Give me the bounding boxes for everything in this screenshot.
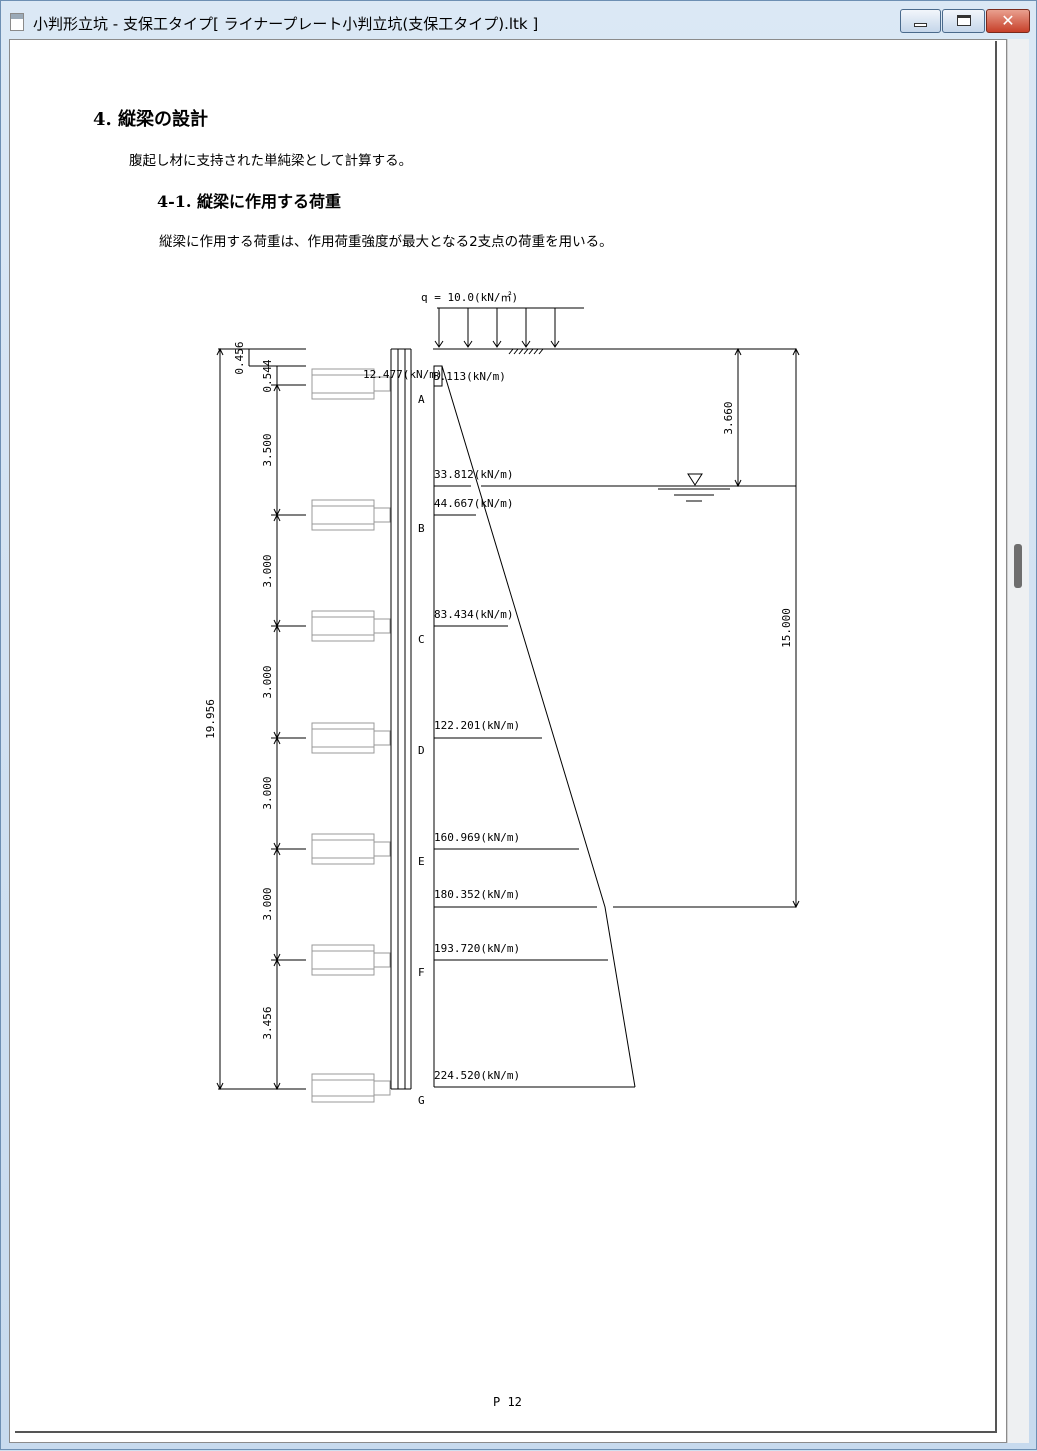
support-label: G	[418, 1094, 425, 1107]
section-text: 腹起し材に支持された単純梁として計算する。	[129, 153, 413, 169]
support-label: B	[418, 522, 425, 535]
top-load-left: 12.477(kN/m)	[363, 368, 442, 381]
dim-label-water: 3.660	[722, 401, 735, 434]
load-label: 224.520(kN/m)	[434, 1069, 520, 1082]
dim-label-total: 19.956	[204, 699, 217, 739]
load-label: 160.969(kN/m)	[434, 831, 520, 844]
dim-label: 3.000	[261, 554, 274, 587]
support-label: C	[418, 633, 425, 646]
support-label: D	[418, 744, 425, 757]
load-label: 193.720(kN/m)	[434, 942, 520, 955]
load-label: 44.667(kN/m)	[434, 497, 513, 510]
maximize-icon	[957, 15, 971, 26]
load-label: 33.812(kN/m)	[434, 468, 513, 481]
subsection-text: 縦梁に作用する荷重は、作用荷重強度が最大となる2支点の荷重を用いる。	[159, 234, 613, 250]
dim-label: 3.500	[261, 433, 274, 466]
page-number: P 12	[493, 1395, 522, 1409]
subsection-title: 4-1. 縦梁に作用する荷重	[157, 192, 342, 211]
dim-label: 0.544	[261, 359, 274, 392]
load-label: 8.113(kN/m)	[433, 370, 506, 383]
load-label: 122.201(kN/m)	[434, 719, 520, 732]
dim-label: 3.000	[261, 776, 274, 809]
support-label: A	[418, 393, 425, 406]
surcharge-label: q = 10.0(kN/㎡)	[421, 291, 518, 304]
support-label: F	[418, 966, 425, 979]
close-icon: ✕	[1001, 11, 1015, 30]
vertical-scrollbar[interactable]	[1007, 39, 1029, 1443]
load-label: 180.352(kN/m)	[434, 888, 520, 901]
dim-label: 3.456	[261, 1006, 274, 1039]
title-bar[interactable]: 小判形立坑 - 支保工タイプ[ ライナープレート小判立坑(支保工タイプ).ltk…	[1, 1, 1036, 43]
document-icon	[10, 13, 24, 31]
dim-label: 3.000	[261, 665, 274, 698]
dim-label: 3.000	[261, 887, 274, 920]
close-button[interactable]: ✕	[986, 9, 1030, 33]
window-title: 小判形立坑 - 支保工タイプ[ ライナープレート小判立坑(支保工タイプ).ltk…	[33, 15, 539, 33]
dim-label-soil: 15.000	[780, 608, 793, 648]
minimize-icon	[914, 23, 927, 27]
load-label: 83.434(kN/m)	[434, 608, 513, 621]
document-page	[15, 41, 997, 1433]
scrollbar-thumb[interactable]	[1014, 544, 1022, 588]
dim-label: 0.456	[233, 341, 246, 374]
support-label: E	[418, 855, 425, 868]
section-title: 4. 縦梁の設計	[93, 109, 209, 130]
maximize-button[interactable]	[942, 9, 985, 33]
minimize-button[interactable]	[900, 9, 941, 33]
